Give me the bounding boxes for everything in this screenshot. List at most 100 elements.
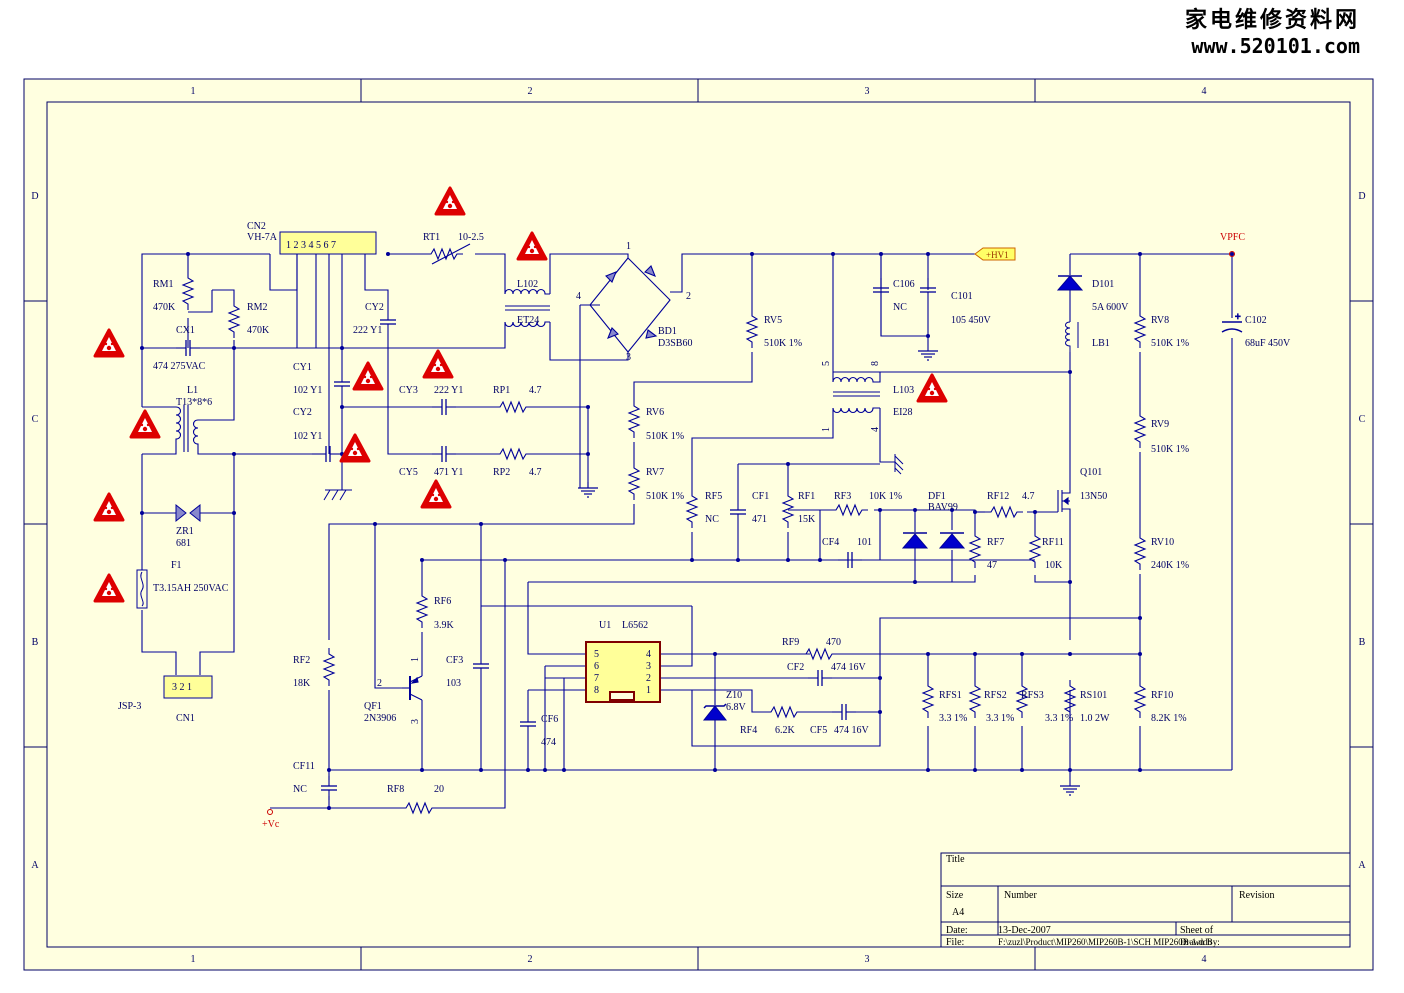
label-q101-value: 13N50 [1080, 491, 1107, 502]
label-cf4-value: 101 [857, 537, 872, 548]
label-c106: C106 [893, 279, 915, 290]
wires [141, 253, 1233, 809]
label-f1: F1 [171, 560, 182, 571]
label-l6562: L6562 [622, 620, 648, 631]
tb-file-value: F:\zuzl\Product\MIP260\MIP260B-1\SCH MIP… [998, 937, 1213, 947]
bd1-pin-1: 1 [626, 241, 631, 252]
label-cf2: CF2 [787, 662, 804, 673]
u1-pin-4: 4 [646, 649, 651, 660]
l103-pin-5: 5 [821, 361, 832, 366]
label-rv9-value: 510K 1% [1151, 444, 1189, 455]
label-cf1-value: 471 [752, 514, 767, 525]
bead-lb1 [1065, 321, 1079, 352]
label-rm1: RM1 [153, 279, 174, 290]
label-vc: +Vc [262, 819, 280, 830]
label-rv7: RV7 [646, 467, 664, 478]
label-c101: C101 [951, 291, 973, 302]
label-rf10-value: 8.2K 1% [1151, 713, 1187, 724]
u1-pin-5: 5 [594, 649, 599, 660]
grid-col-bottom-3: 3 [865, 954, 870, 965]
label-rf3-value: 10K 1% [869, 491, 902, 502]
u1-pin-8: 8 [594, 685, 599, 696]
label-c102-value: 68uF 450V [1245, 338, 1291, 349]
grid-row-right-d: D [1358, 191, 1365, 202]
label-l1: L1 [187, 385, 198, 396]
label-rp2-value: 4.7 [529, 467, 542, 478]
label-rv10-value: 240K 1% [1151, 560, 1189, 571]
label-rf2: RF2 [293, 655, 310, 666]
label-qf1-value: 2N3906 [364, 713, 396, 724]
grid-row-left-b: B [32, 637, 39, 648]
label-z10-value: 6.8V [726, 702, 747, 713]
vpfc-node [1229, 251, 1235, 257]
watermark-title: 家电维修资料网 [1184, 8, 1360, 33]
inductor-l102 [504, 288, 550, 328]
tb-drawnby-label: Drawn By: [1180, 937, 1220, 947]
label-rfs2-value: 3.3 1% [986, 713, 1014, 724]
connector-cn1: 3 2 1 [163, 675, 213, 699]
grid-col-bottom-4: 4 [1202, 954, 1207, 965]
tb-date-label: Date: [946, 925, 968, 936]
label-rf8-value: 20 [434, 784, 444, 795]
u1-pin-7: 7 [594, 673, 599, 684]
label-rv6-value: 510K 1% [646, 431, 684, 442]
label-df1: DF1 [928, 491, 946, 502]
label-cx1-value: 474 275VAC [153, 361, 206, 372]
label-c102: C102 [1245, 315, 1267, 326]
label-rf6: RF6 [434, 596, 451, 607]
label-cn2: CN2 [247, 221, 266, 232]
label-cy2-top: CY2 [365, 302, 384, 313]
label-cn1: CN1 [176, 713, 195, 724]
label-qf1: QF1 [364, 701, 382, 712]
qf1-pin-2: 2 [377, 678, 382, 689]
label-rt1-value: 10-2.5 [458, 232, 484, 243]
label-rfs1: RFS1 [939, 690, 962, 701]
label-rv9: RV9 [1151, 419, 1169, 430]
label-cy3-value: 222 Y1 [434, 385, 463, 396]
port-hv1: +HV1 [974, 247, 1016, 261]
grid-row-left-d: D [31, 191, 38, 202]
label-rf9-value: 470 [826, 637, 841, 648]
label-rm1-value: 470K [153, 302, 176, 313]
l103-pin-8: 8 [870, 361, 881, 366]
label-rf12: RF12 [987, 491, 1009, 502]
qf1-pin-3: 3 [410, 719, 421, 724]
label-l103: L103 [893, 385, 914, 396]
grid-col-top-1: 1 [191, 86, 196, 97]
vc-node [267, 809, 273, 815]
label-z10: Z10 [726, 690, 742, 701]
grid-col-top-2: 2 [528, 86, 533, 97]
label-cy5: CY5 [399, 467, 418, 478]
label-rfs3: RFS3 [1021, 690, 1044, 701]
qf1-pin-1: 1 [410, 657, 421, 662]
u1-pin-6: 6 [594, 661, 599, 672]
label-rf10: RF10 [1151, 690, 1173, 701]
label-rf12-value: 4.7 [1022, 491, 1035, 502]
tb-revision-label: Revision [1239, 890, 1275, 901]
cn2-pins: 1 2 3 4 5 6 7 [286, 240, 336, 251]
label-lb1: LB1 [1092, 338, 1110, 349]
bd1-pin-3: 3 [626, 352, 631, 363]
capacitor-c102: + [1221, 312, 1243, 333]
tb-file-label: File: [946, 937, 964, 948]
label-vh7a: VH-7A [247, 232, 278, 243]
label-rp1: RP1 [493, 385, 510, 396]
varistor-zr1 [175, 503, 201, 523]
grid-col-bottom-2: 2 [528, 954, 533, 965]
label-cf2-value: 474 16V [831, 662, 867, 673]
grid-row-right-c: C [1359, 414, 1366, 425]
label-c101-value: 105 450V [951, 315, 992, 326]
label-cf3: CF3 [446, 655, 463, 666]
label-cy1: CY1 [293, 362, 312, 373]
label-rm2: RM2 [247, 302, 268, 313]
diode-d101 [1056, 275, 1084, 291]
label-ei28: EI28 [893, 407, 912, 418]
label-d3sb60: D3SB60 [658, 338, 692, 349]
label-rf11-value: 10K [1045, 560, 1063, 571]
bridge-rectifier-bd1 [589, 257, 671, 353]
cn1-pins: 3 2 1 [172, 682, 192, 693]
tb-number-label: Number [1004, 890, 1037, 901]
label-rf1: RF1 [798, 491, 815, 502]
bd1-pin-4: 4 [576, 291, 581, 302]
label-cf11: CF11 [293, 761, 315, 772]
